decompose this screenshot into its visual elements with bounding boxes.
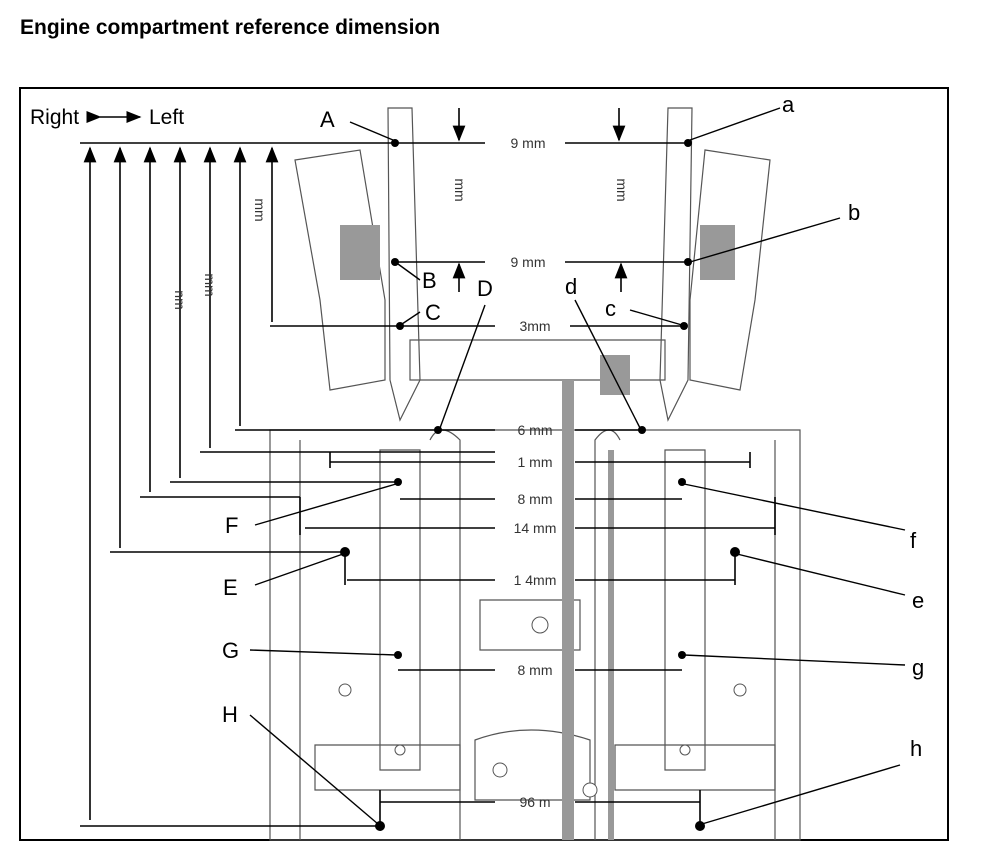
vehicle-body-outline — [269, 107, 801, 841]
direction-left-label: Left — [149, 106, 184, 129]
vertical-dimension-arrows — [83, 108, 628, 820]
dimension-d-D: 6 mm — [518, 422, 553, 438]
point-label-G: G — [222, 638, 239, 663]
point-label-F: F — [225, 513, 238, 538]
page-title: Engine compartment reference dimension — [20, 16, 441, 39]
dimension-c-C: 3mm — [519, 318, 550, 334]
leader-lines — [249, 107, 906, 825]
reference-point-markers — [340, 139, 740, 831]
point-label-b: b — [848, 200, 860, 225]
point-label-H: H — [222, 702, 238, 727]
dimension-b-B: 9 mm — [511, 254, 546, 270]
point-label-a: a — [782, 92, 795, 117]
point-label-B: B — [422, 268, 437, 293]
shaded-panels — [340, 225, 735, 840]
point-label-A: A — [320, 107, 335, 132]
holes — [338, 616, 747, 798]
point-label-e: e — [912, 588, 924, 613]
vertical-dimension-5: nm — [172, 290, 188, 309]
point-label-c: c — [605, 296, 616, 321]
vertical-dimension-3: mm — [452, 178, 468, 201]
point-label-h: h — [910, 736, 922, 761]
dimension-f-F: 8 mm — [518, 491, 553, 507]
dimension-rear-2: 14 mm — [514, 520, 557, 536]
dimension-e-E: 1 4mm — [514, 572, 557, 588]
vertical-dimension-4: mm — [614, 178, 630, 201]
point-label-f: f — [910, 528, 917, 553]
point-label-d: d — [565, 274, 577, 299]
dimension-h-H: 96 m — [519, 794, 550, 810]
dimension-g-G: 8 mm — [518, 662, 553, 678]
dimension-rear-1: 1 mm — [518, 454, 553, 470]
dimension-a-A: 9 mm — [511, 135, 546, 151]
dimension-lines — [80, 142, 776, 827]
point-label-E: E — [223, 575, 238, 600]
point-label-D: D — [477, 276, 493, 301]
diagram-frame — [19, 87, 949, 841]
vertical-dimension-2: mm — [202, 273, 218, 296]
point-label-C: C — [425, 300, 441, 325]
vertical-dimension-1: mm — [252, 198, 268, 221]
point-label-g: g — [912, 655, 924, 680]
direction-right-label: Right — [30, 106, 79, 129]
